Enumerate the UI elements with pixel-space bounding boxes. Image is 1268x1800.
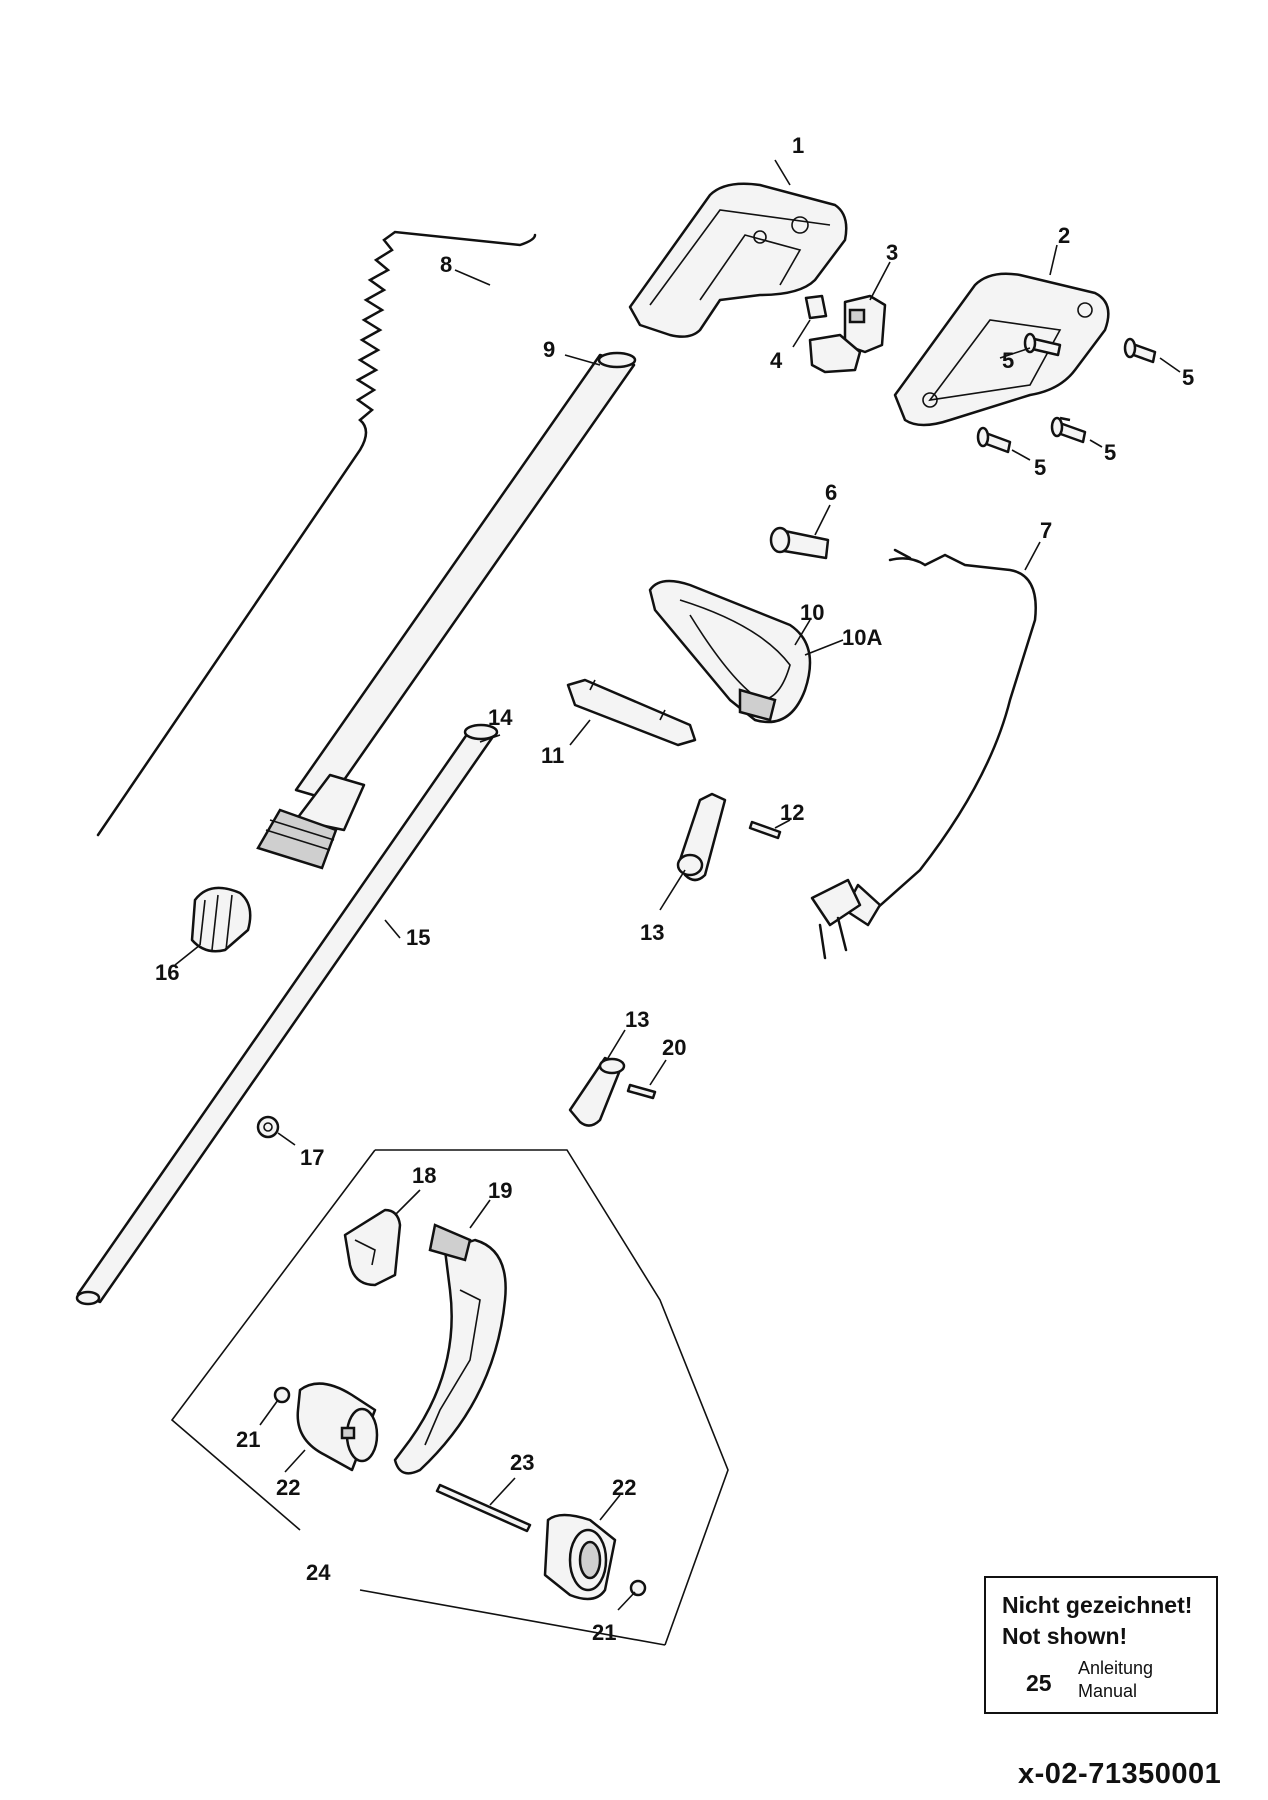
note-title-german: Nicht gezeichnet!: [1002, 1592, 1193, 1618]
callout-18: 18: [412, 1163, 436, 1188]
note-part-number: 25: [1026, 1670, 1052, 1696]
note-item-german: Anleitung: [1078, 1658, 1154, 1678]
callout-12: 12: [780, 800, 804, 825]
part-20-pin: [626, 1083, 657, 1100]
callout-19: 19: [488, 1178, 512, 1203]
note-item-english: Manual: [1078, 1681, 1138, 1701]
part-22-wheel-lower: [543, 1513, 617, 1601]
part-3-switch: [808, 294, 887, 374]
part-12-pin: [748, 820, 782, 840]
part-21-washer-lower: [629, 1579, 647, 1597]
part-17-nut: [256, 1115, 280, 1139]
callout-10: 10: [800, 600, 824, 625]
callout-1: 1: [792, 133, 804, 158]
document-code: x-02-71350001: [1018, 1758, 1222, 1790]
part-21-washer-upper: [273, 1386, 291, 1404]
part-11-clamp: [566, 678, 697, 747]
part-13-lever-lower: [568, 1056, 626, 1127]
callout-10a: 10A: [842, 625, 882, 650]
part-13-lever-upper: [676, 792, 727, 882]
part-22-wheel-upper: [296, 1382, 379, 1472]
part-16-knob: [190, 886, 252, 953]
callout-11: 11: [541, 743, 564, 768]
callout-6: 6: [825, 480, 837, 505]
callout-21a: 21: [236, 1427, 260, 1452]
part-4-small-insert: [804, 294, 828, 320]
part-2-handle-cover: [893, 272, 1110, 427]
callout-5b: 5: [1182, 365, 1194, 390]
part-8-cable: [96, 230, 537, 837]
part-6-sleeve: [769, 526, 830, 560]
callout-7: 7: [1040, 518, 1052, 543]
part-15-lower-tube: [75, 723, 499, 1306]
callout-22b: 22: [612, 1475, 636, 1500]
part-23-axle: [435, 1483, 532, 1533]
callout-9: 9: [543, 337, 555, 362]
note-title-english: Not shown!: [1002, 1623, 1128, 1649]
part-9-upper-tube: [256, 351, 637, 870]
part-19-guard: [393, 1223, 507, 1475]
callout-15: 15: [406, 925, 430, 950]
part-5-screws: [976, 332, 1157, 454]
callout-22a: 22: [276, 1475, 300, 1500]
callout-14: 14: [488, 705, 513, 730]
callout-21b: 21: [592, 1620, 616, 1645]
part-10-auxiliary-handle: [648, 579, 812, 724]
callout-5a: 5: [1002, 348, 1014, 373]
callout-13b: 13: [625, 1007, 649, 1032]
callout-16: 16: [155, 960, 179, 985]
callout-8: 8: [440, 252, 452, 277]
callout-20: 20: [662, 1035, 686, 1060]
callout-3: 3: [886, 240, 898, 265]
callout-17: 17: [300, 1145, 324, 1170]
part-24-guard-assembly-outline: [170, 1149, 729, 1646]
not-shown-note-box: Nicht gezeichnet! Not shown! 25 Anleitun…: [984, 1576, 1218, 1714]
callout-13a: 13: [640, 920, 664, 945]
part-1-handle-housing: [628, 182, 848, 338]
callout-4: 4: [770, 348, 783, 373]
callout-24: 24: [306, 1560, 331, 1585]
part-18-bracket: [343, 1208, 402, 1287]
part-7-power-cord: [810, 548, 1037, 960]
callout-5d: 5: [1034, 455, 1046, 480]
callout-2: 2: [1058, 223, 1070, 248]
callout-23: 23: [510, 1450, 534, 1475]
callout-5c: 5: [1104, 440, 1116, 465]
